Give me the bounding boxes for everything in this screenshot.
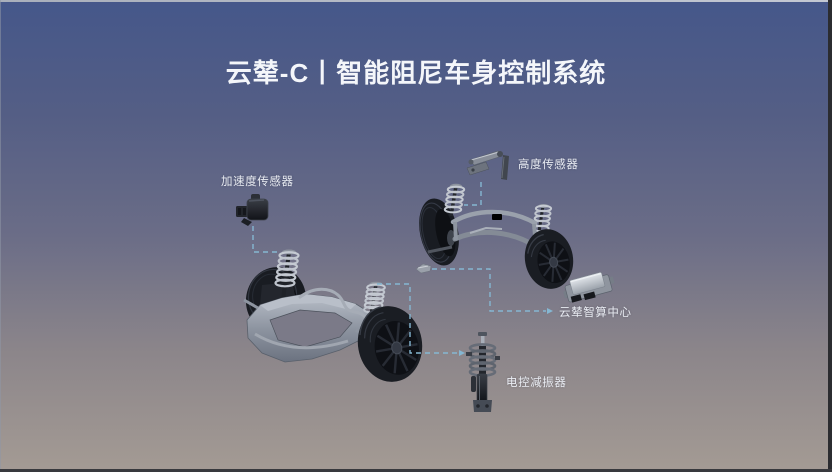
callout-line-computing-center xyxy=(432,268,546,312)
callout-line-damper xyxy=(377,283,458,354)
rear-brake-disc xyxy=(447,230,455,246)
front-left-spring xyxy=(274,249,300,301)
electronic-damper-icon xyxy=(466,332,500,412)
acceleration-sensor-icon xyxy=(236,194,269,226)
damper-label: 电控减振器 xyxy=(506,377,567,389)
front-subframe xyxy=(243,287,380,363)
page-title: 云辇-C丨智能阻尼车身控制系统 xyxy=(225,58,607,88)
arrowhead-damper xyxy=(459,350,465,356)
computing-center-label: 云辇智算中心 xyxy=(559,307,632,319)
rear-right-spring xyxy=(532,204,553,233)
right-edge-strip xyxy=(828,0,832,472)
rear-suspension-assembly xyxy=(419,183,574,289)
left-edge-line xyxy=(0,0,1,472)
height-sensor-label: 高度传感器 xyxy=(518,159,579,171)
front-suspension-assembly xyxy=(243,249,423,382)
acceleration-sensor-label: 加速度传感器 xyxy=(221,176,294,188)
arrowhead-computing-center xyxy=(547,308,553,314)
height-sensor-icon xyxy=(466,150,509,180)
callout-line-height-sensor xyxy=(464,182,482,206)
callout-line-acceleration-sensor xyxy=(252,226,281,253)
top-edge-line xyxy=(0,0,832,2)
front-right-wheel xyxy=(357,306,423,382)
bottom-edge-strip xyxy=(0,469,832,472)
rear-right-wheel xyxy=(524,229,574,289)
rear-left-spring xyxy=(443,183,466,217)
mount-bracket-icon xyxy=(415,263,432,274)
ecu-module-icon xyxy=(563,272,615,303)
